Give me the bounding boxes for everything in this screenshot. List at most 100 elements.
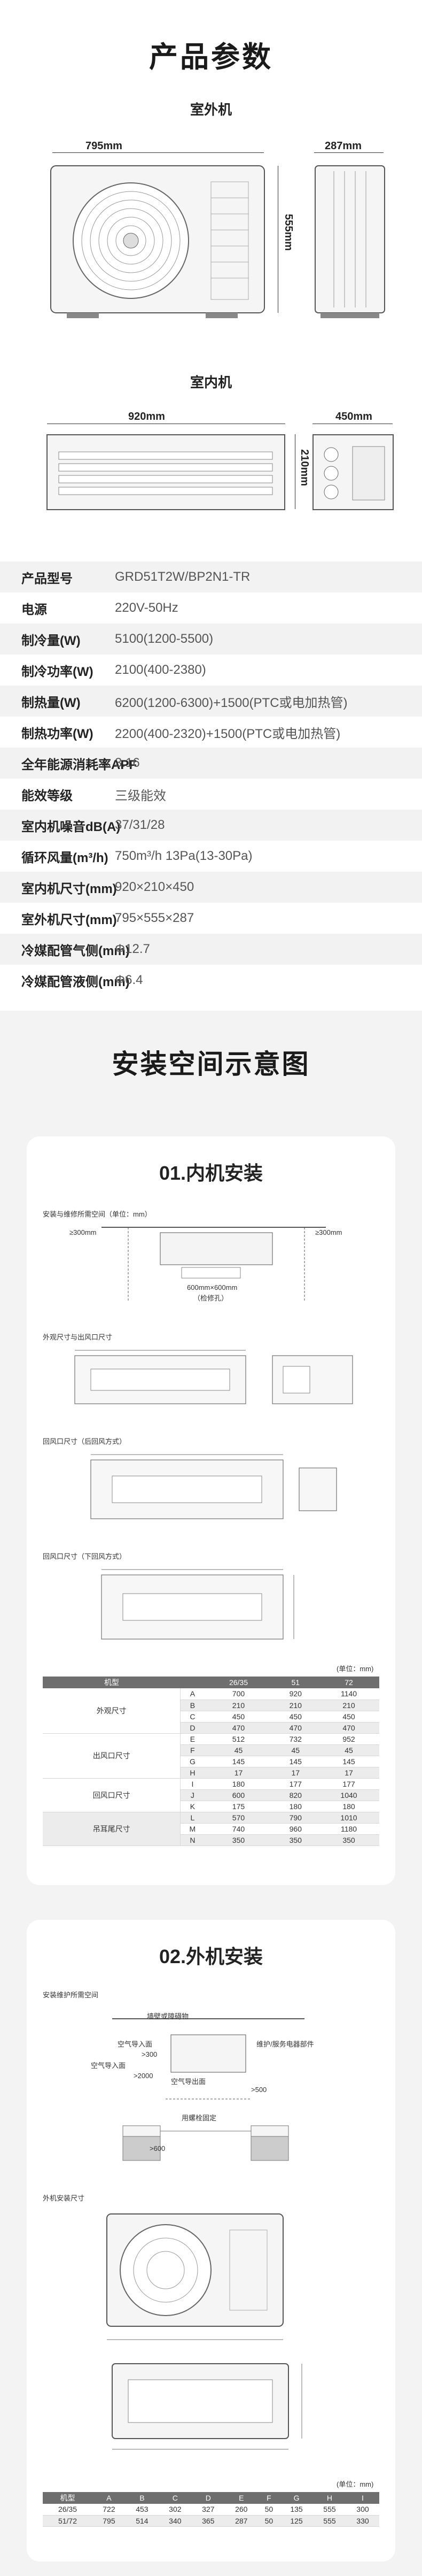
- table-cell: 210: [272, 1700, 319, 1711]
- table-cell: 145: [204, 1756, 273, 1767]
- table-code-cell: L: [180, 1812, 205, 1824]
- table-cell: 1040: [318, 1789, 379, 1801]
- table-cell: 180: [272, 1801, 319, 1812]
- table-cell: 1180: [318, 1823, 379, 1835]
- table-header-cell: F: [257, 2492, 280, 2504]
- spec-value: 750m³/h 13Pa(13-30Pa): [115, 849, 253, 863]
- indoor-note-300b: ≥300mm: [315, 1228, 342, 1236]
- table-cell: 50: [257, 2504, 280, 2516]
- table-cell: 287: [224, 2515, 258, 2527]
- table-header-cell: 26/35: [204, 1677, 273, 1688]
- table-header-cell: 机型: [43, 2492, 92, 2504]
- table-cell: 555: [312, 2504, 346, 2516]
- table-cell: 450: [272, 1711, 319, 1723]
- table-cell: 210: [204, 1700, 273, 1711]
- outdoor-outline-label: 外机安装尺寸: [43, 2194, 85, 2202]
- outdoor-note-600: >600: [150, 2144, 166, 2152]
- table-code-cell: C: [180, 1711, 205, 1723]
- outdoor-space-drawing: [112, 2018, 304, 2161]
- table-cell: 17: [272, 1767, 319, 1779]
- spec-label: 冷媒配管液侧(mm): [21, 974, 130, 989]
- table-cell: 45: [318, 1744, 379, 1756]
- spec-label: 制热功率(W): [21, 726, 93, 741]
- table-cell: 790: [272, 1812, 319, 1824]
- spec-label: 制冷量(W): [21, 633, 81, 648]
- spec-row: 室外机尺寸(mm)795×555×287: [0, 903, 422, 934]
- table-group-cell: 出风口尺寸: [43, 1733, 181, 1779]
- spec-label: 室内机尺寸(mm): [21, 881, 117, 896]
- table-cell: 365: [191, 2515, 225, 2527]
- spec-label: 循环风量(m³/h): [21, 850, 108, 865]
- table-cell: 700: [204, 1688, 273, 1700]
- indoor-width-dim: 920mm: [128, 411, 165, 422]
- table-group-cell: 外观尺寸: [43, 1688, 181, 1734]
- indoor-note-access2: （检修孔）: [193, 1294, 229, 1302]
- table-cell: 512: [204, 1733, 273, 1745]
- outdoor-note-hold: 用螺栓固定: [182, 2114, 217, 2122]
- table-cell: 210: [318, 1700, 379, 1711]
- indoor-unit-note: (单位：mm): [337, 1665, 374, 1673]
- outdoor-outline-drawing: [106, 2213, 302, 2450]
- table-cell: 302: [158, 2504, 192, 2516]
- table-cell: 340: [158, 2515, 192, 2527]
- indoor-note-access: 600mm×600mm: [187, 1283, 238, 1291]
- outdoor-note-outlet: 空气导出面: [171, 2078, 206, 2086]
- spec-row: 能效等级三级能效: [0, 779, 422, 810]
- spec-value: 2200(400-2320)+1500(PTC或电加热管): [115, 726, 341, 741]
- table-cell: 300: [346, 2504, 379, 2516]
- indoor-depth-dim: 450mm: [335, 411, 372, 422]
- table-cell: 180: [318, 1801, 379, 1812]
- table-header-cell: E: [224, 2492, 258, 2504]
- spec-value: 37/31/28: [115, 818, 165, 832]
- table-cell: 51/72: [43, 2515, 92, 2527]
- outdoor-unit-front-drawing: [50, 165, 265, 318]
- table-cell: 175: [204, 1801, 273, 1812]
- table-header-cell: A: [92, 2492, 126, 2504]
- spec-value: 6200(1200-6300)+1500(PTC或电加热管): [115, 695, 348, 710]
- table-cell: 45: [204, 1744, 273, 1756]
- indoor-install-card: 01.内机安装 安装与维修所需空间（单位：mm） ≥300mm ≥300mm 6…: [27, 1136, 395, 1885]
- spec-label: 制冷功率(W): [21, 664, 93, 679]
- table-cell: 17: [204, 1767, 273, 1779]
- table-group-cell: 回风口尺寸: [43, 1778, 181, 1812]
- table-code-cell: I: [180, 1778, 205, 1790]
- table-code-cell: H: [180, 1767, 205, 1779]
- table-cell: 177: [318, 1778, 379, 1790]
- table-cell: 50: [257, 2515, 280, 2527]
- table-cell: 26/35: [43, 2504, 92, 2516]
- page-title: 产品参数: [149, 41, 273, 73]
- indoor-return-back-label: 回风口尺寸（后回风方式）: [43, 1437, 127, 1445]
- spec-value: 3.16: [115, 756, 140, 770]
- table-cell: 820: [272, 1789, 319, 1801]
- indoor-space-label: 安装与维修所需空间（单位：mm）: [43, 1210, 152, 1218]
- table-cell: 327: [191, 2504, 225, 2516]
- spec-label: 室内机噪音dB(A): [21, 819, 121, 834]
- outdoor-unit-note: (单位：mm): [337, 2480, 374, 2488]
- indoor-unit-title: 室内机: [190, 374, 232, 390]
- spec-value: Φ12.7: [115, 942, 150, 956]
- table-cell: 350: [272, 1834, 319, 1846]
- table-cell: 570: [204, 1812, 273, 1824]
- spec-label: 冷媒配管气侧(mm): [21, 943, 130, 958]
- spec-row: 制冷量(W)5100(1200-5500): [0, 624, 422, 655]
- outdoor-note-300: >300: [142, 2050, 158, 2058]
- outdoor-unit-title: 室外机: [190, 102, 232, 118]
- table-header-cell: H: [312, 2492, 346, 2504]
- spec-value: Φ6.4: [115, 973, 143, 987]
- table-code-cell: B: [180, 1700, 205, 1711]
- outdoor-note-2000: >2000: [134, 2072, 153, 2080]
- table-cell: 952: [318, 1733, 379, 1745]
